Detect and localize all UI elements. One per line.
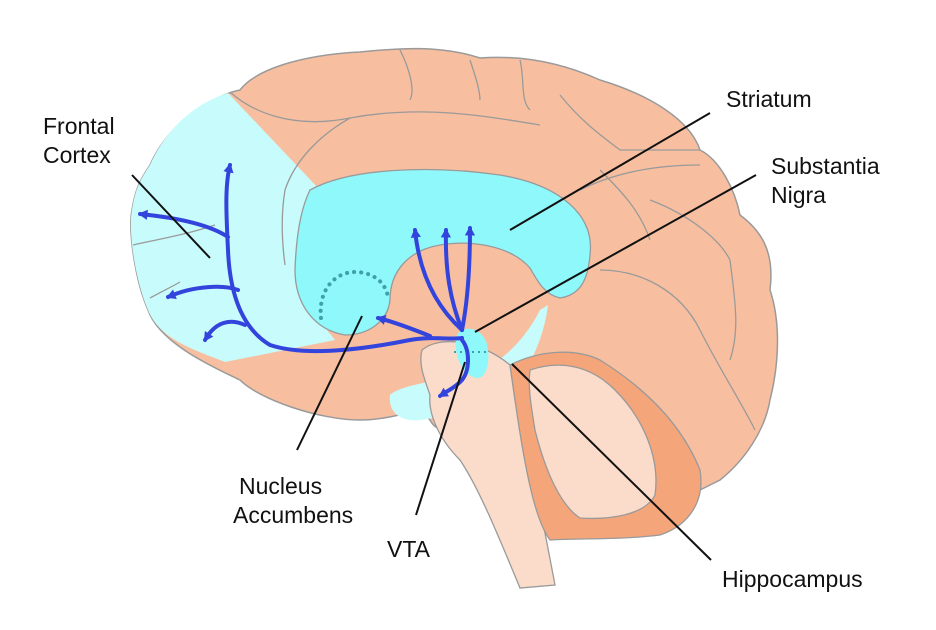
label-line: Nucleus xyxy=(239,473,323,499)
label-line: Accumbens xyxy=(233,502,354,528)
leader-nucleus-accumbens xyxy=(296,315,363,451)
cerebellum-inner xyxy=(528,364,657,520)
brainstem xyxy=(420,340,556,589)
leader-vta xyxy=(415,361,466,516)
label-line: VTA xyxy=(387,536,431,562)
pathway-arrowheads xyxy=(138,163,476,398)
frontal-cortex-region xyxy=(130,93,335,362)
arrowhead xyxy=(223,163,234,174)
label-hippocampus: Hippocampus xyxy=(722,565,863,594)
arrowhead xyxy=(138,209,148,220)
label-line: Substantia xyxy=(771,153,880,179)
leader-lines xyxy=(131,112,757,561)
label-line: Frontal xyxy=(43,113,115,139)
leader-substantia-nigra xyxy=(474,174,757,333)
label-striatum: Striatum xyxy=(726,85,812,114)
nigrostriatal-path-1 xyxy=(413,228,464,332)
arrowhead xyxy=(464,226,476,236)
nigrostriatal-path-3 xyxy=(460,226,472,332)
label-frontal-cortex: Frontal Cortex xyxy=(43,112,115,170)
arrowhead xyxy=(438,387,449,398)
label-line: Cortex xyxy=(43,142,111,168)
frontal-branch-2 xyxy=(166,284,240,299)
arrowhead xyxy=(376,314,387,325)
sulci-lines xyxy=(132,49,756,431)
label-vta: VTA xyxy=(387,535,430,564)
leader-frontal-cortex xyxy=(131,174,211,259)
nucleus-accumbens-dotted-outline xyxy=(318,269,390,320)
label-nucleus-accumbens: Nucleus Accumbens xyxy=(233,472,353,530)
label-line: Nigra xyxy=(771,182,826,208)
dopamine-pathways xyxy=(138,163,472,398)
leader-striatum xyxy=(509,112,711,231)
leader-hippocampus xyxy=(511,363,712,561)
mesocortical-pathway xyxy=(224,163,464,354)
arrowhead xyxy=(203,331,214,342)
arrowhead xyxy=(440,228,451,238)
label-line: Striatum xyxy=(726,86,812,112)
label-substantia-nigra: Substantia Nigra xyxy=(771,152,880,210)
arrowhead xyxy=(166,289,177,299)
label-line: Hippocampus xyxy=(722,566,863,592)
striatum-region xyxy=(294,168,592,336)
nigrostriatal-path-2 xyxy=(443,228,464,332)
arrowhead xyxy=(410,228,421,238)
frontal-branch-1 xyxy=(138,212,230,239)
